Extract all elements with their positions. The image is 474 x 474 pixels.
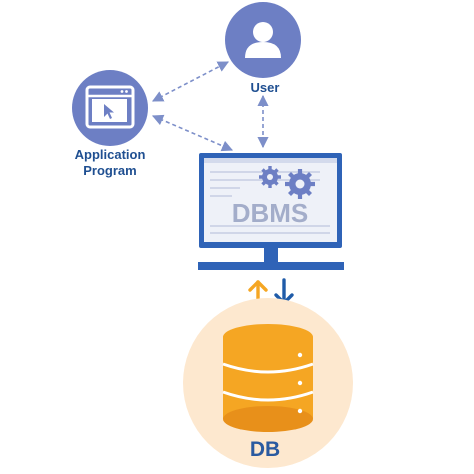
- application-node: [72, 70, 148, 146]
- connector-app-user: [152, 61, 229, 102]
- application-label-line2: Program: [83, 163, 137, 178]
- dashed-connectors: [151, 61, 269, 152]
- monitor-neck: [264, 248, 278, 262]
- db-node: [183, 298, 353, 468]
- monitor-base: [198, 262, 344, 270]
- user-node: [225, 2, 301, 78]
- db-label: DB: [249, 438, 281, 461]
- dbms-label: DBMS: [232, 198, 309, 228]
- gear-icon-large: [285, 169, 315, 199]
- user-label: User: [250, 80, 280, 95]
- application-label-line1: Application: [74, 147, 146, 162]
- dbms-monitor: DBMS: [198, 153, 344, 270]
- database-cylinder-icon: [222, 324, 314, 432]
- connector-app-dbms: [151, 114, 234, 152]
- user-icon: [245, 22, 281, 58]
- gear-icon: [259, 166, 281, 188]
- app-window-cursor-icon: [85, 85, 135, 129]
